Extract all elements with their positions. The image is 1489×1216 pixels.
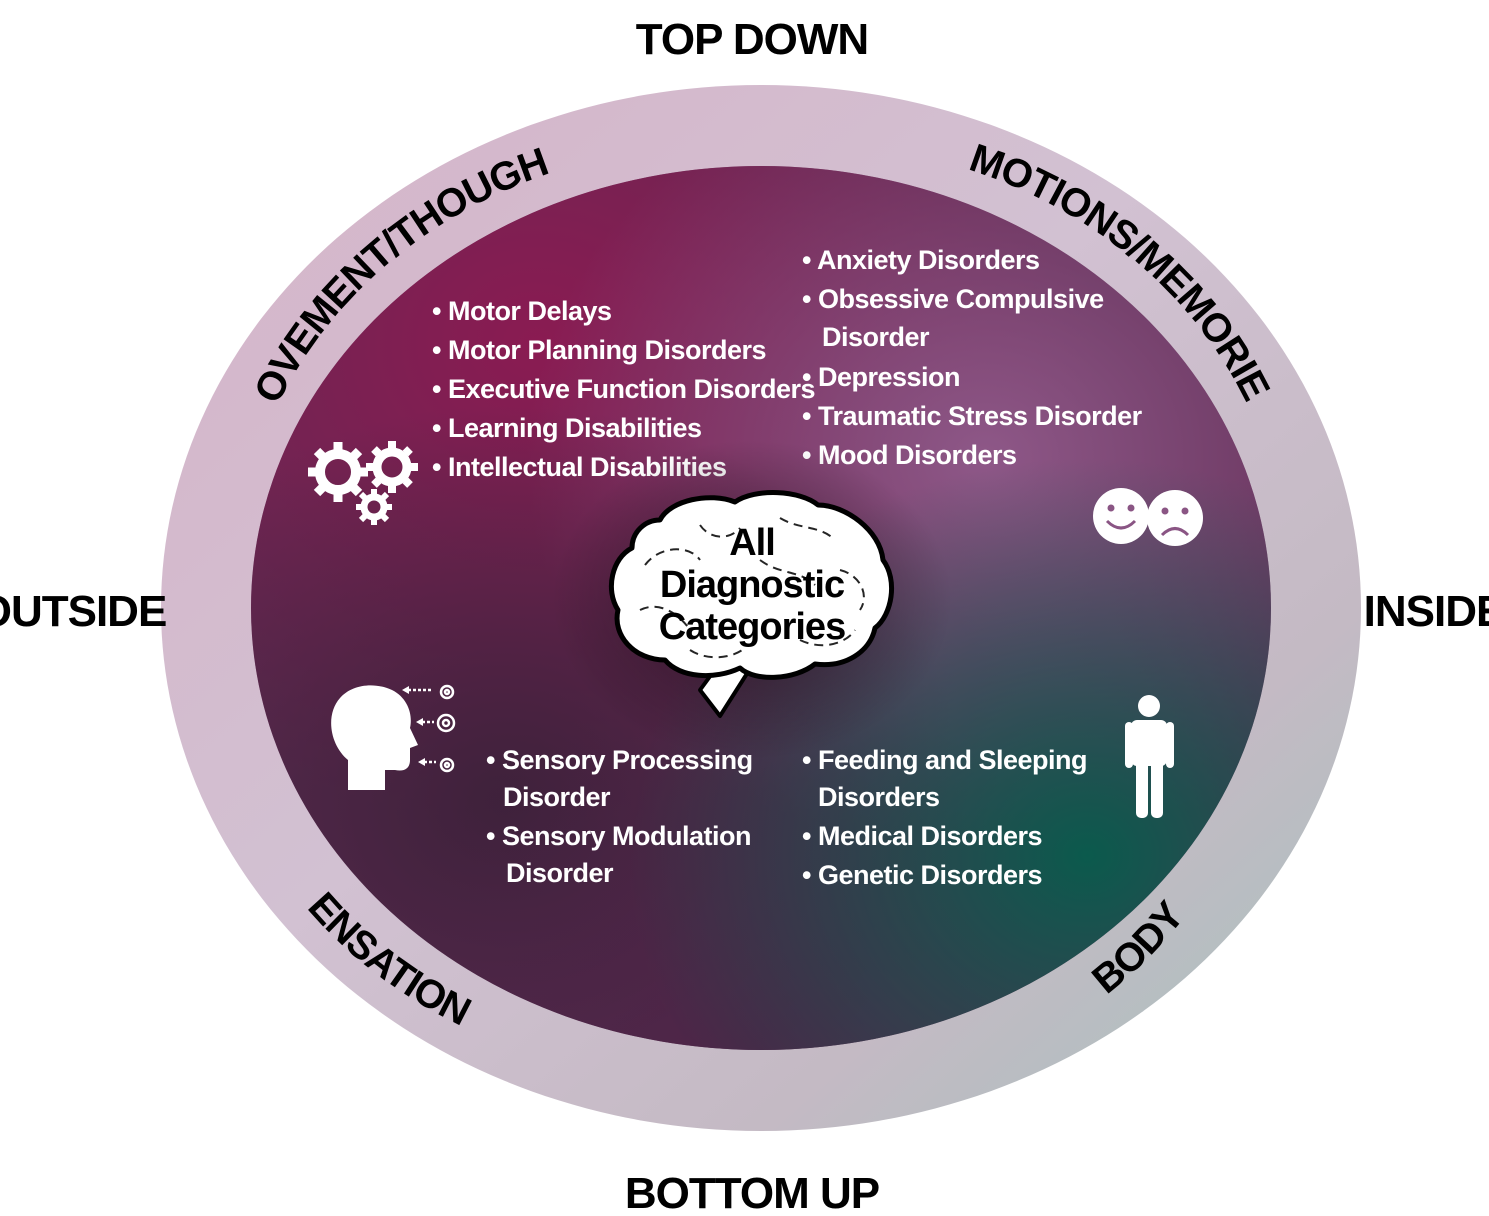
list-item: • Learning Disabilities	[432, 413, 702, 443]
body-list: • Feeding and Sleeping Disorders • Medic…	[802, 745, 1088, 890]
happy-sad-faces-icon	[1093, 488, 1203, 546]
center-line-3: Categories	[659, 606, 845, 648]
list-item: • Anxiety Disorders	[802, 245, 1040, 275]
axis-bottom-label: BOTTOM UP	[625, 1169, 879, 1211]
list-item: • Medical Disorders	[802, 821, 1042, 851]
list-item-continuation: Disorder	[506, 858, 614, 888]
person-icon	[1125, 695, 1174, 818]
brain-icon: All Diagnostic Categories	[552, 440, 952, 760]
gears-icon	[308, 441, 418, 525]
list-item: • Motor Planning Disorders	[432, 335, 766, 365]
list-item-continuation: Disorders	[818, 782, 940, 812]
list-item-continuation: Disorder	[822, 322, 930, 352]
list-item: • Obsessive Compulsive	[802, 284, 1104, 314]
list-item: • Depression	[802, 362, 960, 392]
list-item: • Sensory Modulation	[486, 821, 751, 851]
list-item: • Executive Function Disorders	[432, 374, 815, 404]
axis-top-label: TOP DOWN	[636, 15, 868, 64]
list-item: • Mood Disorders	[802, 440, 1017, 470]
list-item: • Genetic Disorders	[802, 860, 1042, 890]
axis-right-label: INSIDE	[1364, 587, 1489, 636]
list-item: • Feeding and Sleeping	[802, 745, 1087, 775]
list-item-continuation: Disorder	[503, 782, 611, 812]
axis-left-label: OUTSIDE	[0, 587, 166, 636]
center-line-2: Diagnostic	[660, 564, 845, 606]
head-senses-icon	[331, 684, 456, 790]
emotions-list: • Anxiety Disorders • Obsessive Compulsi…	[802, 245, 1143, 470]
list-item: • Traumatic Stress Disorder	[802, 401, 1143, 431]
center-line-1: All	[729, 522, 775, 564]
list-item: • Motor Delays	[432, 296, 612, 326]
